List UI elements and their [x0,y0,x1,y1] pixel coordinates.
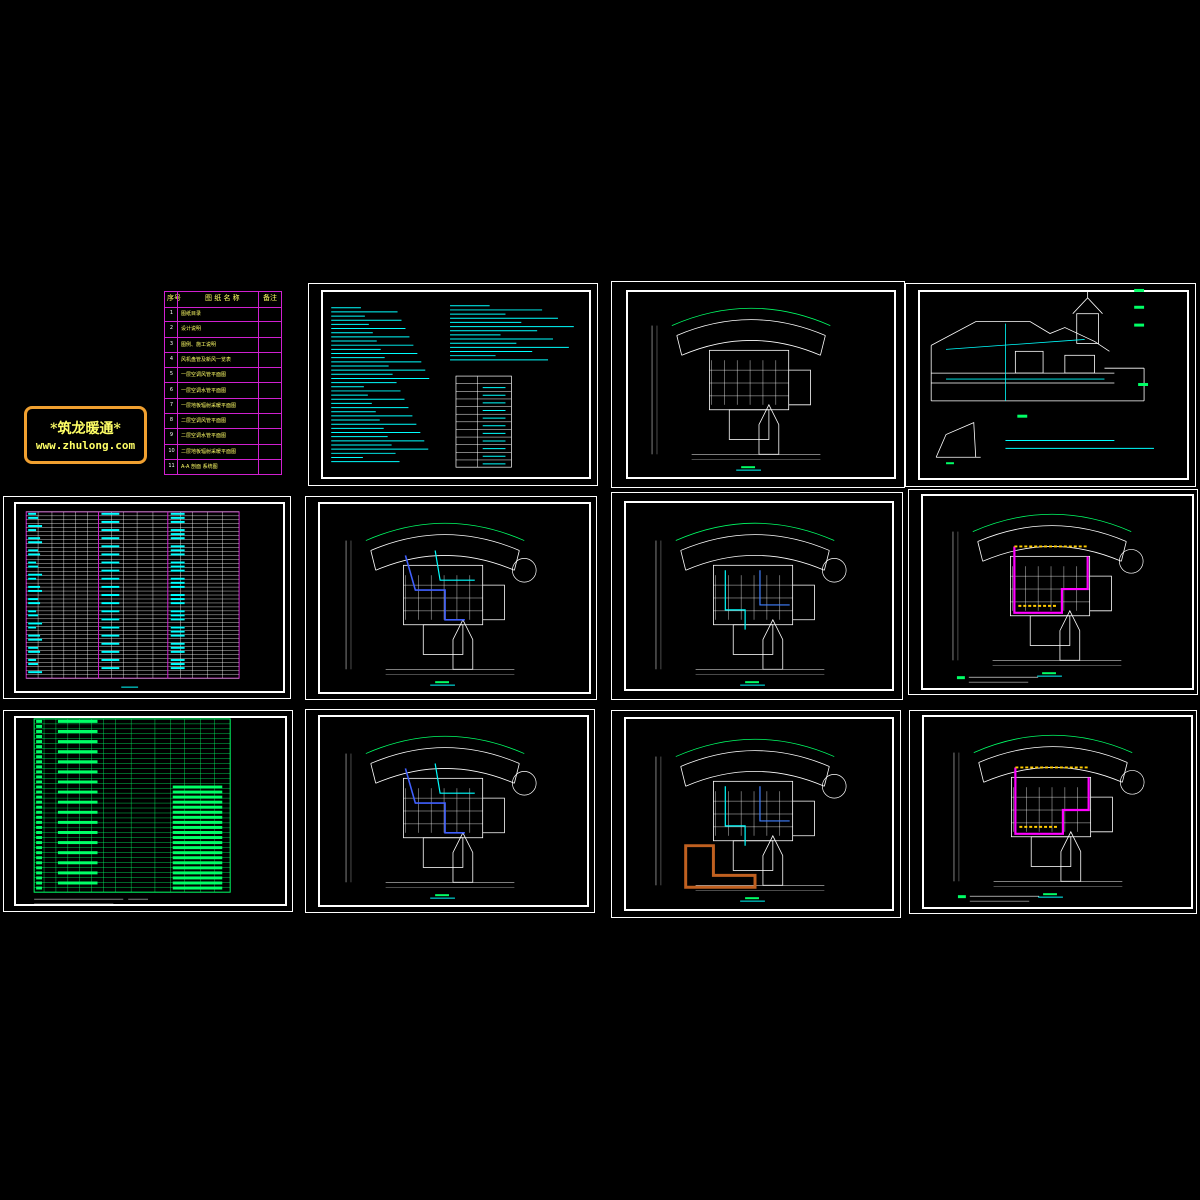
index-row-name: 图纸目录 [181,311,202,317]
sheet-section[interactable] [905,283,1196,487]
index-row-name: 二层空调水管平面图 [181,433,227,440]
index-header: 序号 图 纸 名 称 备注 [165,292,281,308]
index-row-number: 6 [169,386,174,393]
floor-plan-drawing [655,738,847,902]
floor-plan-drawing [655,522,847,686]
index-row-name: 二层地板辐射采暖平面图 [181,448,237,455]
index-row[interactable]: 7 一层地板辐射采暖平面图 [165,399,281,415]
sheet-plan-4[interactable] [305,709,595,913]
zhulong-logo: *筑龙暖通* www.zhulong.com [24,406,147,464]
floor-plan-drawing [345,735,537,899]
logo-title: *筑龙暖通* [50,421,121,437]
index-row[interactable]: 6 一层空调水管平面图 [165,384,281,399]
sheet-plan-3[interactable] [611,492,903,700]
equipment-table-grid [25,511,240,688]
section-elevation-drawing [930,288,1154,465]
index-row-name: 图例、施工说明 [181,341,217,348]
index-row[interactable]: 8 二层空调风管平面图 [165,414,281,430]
index-row[interactable]: 3 图例、施工说明 [165,338,281,353]
sheet-plan-heating-2[interactable] [909,710,1197,914]
index-row-number: 4 [169,355,174,362]
floor-plan-drawing [952,513,1144,683]
index-row-name: 设计说明 [181,326,202,333]
index-header-name: 图 纸 名 称 [205,294,240,302]
index-row[interactable]: 9 二层空调水管平面图 [165,429,281,445]
sheet-plan-heating-1[interactable] [908,489,1198,695]
sheet-design-notes[interactable] [308,283,598,486]
index-row-number: 1 [169,310,174,316]
index-row[interactable]: 5 一层空调风管平面图 [165,368,281,384]
design-notes-content [331,305,574,468]
logo-url: www.zhulong.com [35,439,136,452]
index-row-number: 11 [168,463,175,469]
index-row[interactable]: 1 图纸目录 [165,307,281,323]
index-row-name: 风机盘管及新风一览表 [181,356,232,363]
index-row-name: 二层空调风管平面图 [181,418,227,425]
sheet-plan-2[interactable] [305,496,597,700]
index-row[interactable]: 4 风机盘管及新风一览表 [165,353,281,369]
index-row-number: 10 [168,447,175,454]
index-row-number: 8 [169,417,174,424]
index-row[interactable]: 11 A-A 剖面 系统图 [165,460,281,476]
index-header-remark: 备注 [263,294,277,302]
sheet-plan-1[interactable] [611,281,905,488]
index-row[interactable]: 10 二层地板辐射采暖平面图 [165,445,281,460]
index-row-name: 一层空调风管平面图 [181,372,227,379]
sheet-plan-5[interactable] [611,710,901,918]
index-row-number: 3 [169,340,174,347]
floor-plan-drawing [953,734,1145,902]
index-row-name: 一层空调水管平面图 [181,387,227,394]
index-row-number: 7 [169,401,174,408]
floor-plan-drawing [651,307,831,471]
index-row-number: 2 [169,325,174,332]
sheet-equipment-table-1[interactable] [3,496,291,699]
index-row-name: 一层地板辐射采暖平面图 [181,402,237,409]
index-row-number: 9 [169,432,174,439]
index-header-num: 序号 [167,294,181,302]
index-row[interactable]: 2 设计说明 [165,322,281,338]
equipment-table-grid [33,718,231,905]
sheet-equipment-table-2[interactable] [3,710,293,912]
index-row-number: 5 [169,371,174,378]
index-row-name: A-A 剖面 系统图 [181,464,218,470]
floor-plan-drawing [345,522,537,686]
drawing-index-table[interactable]: 序号 图 纸 名 称 备注 1 图纸目录 2 设计说明 3 图例、施工说明 4 风机盘管及新风… [164,291,282,476]
